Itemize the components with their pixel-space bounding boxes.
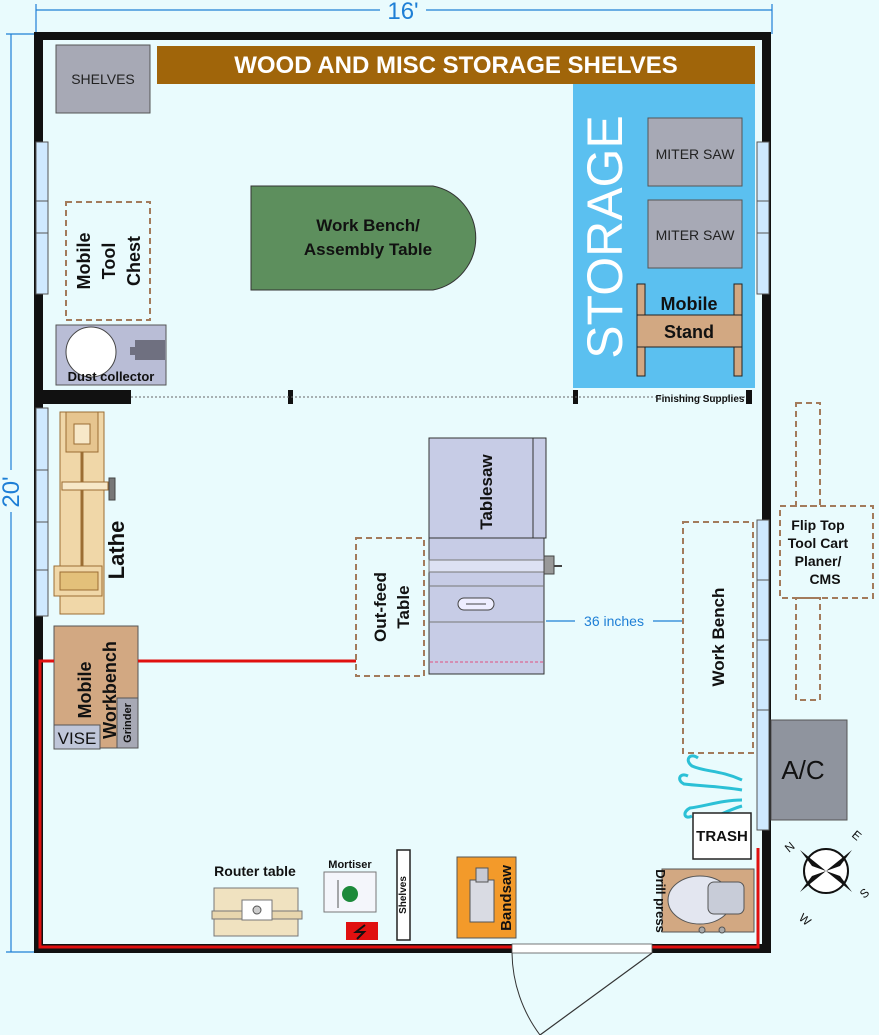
flip-top-label-3: Planer/	[795, 553, 842, 569]
flip-top-label-2: Tool Cart	[788, 535, 849, 551]
mobile-workbench: Mobile Workbench VISE Grinder	[53, 625, 139, 750]
assembly-table	[250, 185, 477, 291]
left-windows	[35, 141, 49, 617]
electric-icon	[353, 924, 367, 940]
trash-label: TRASH	[696, 828, 748, 845]
outfeed-table	[355, 537, 425, 677]
flip-top-cart	[779, 402, 874, 701]
compass-w: W	[796, 911, 814, 929]
mortiser: Mortiser	[323, 859, 377, 913]
compass-icon: N E S W	[782, 828, 872, 929]
dust-collector: Dust collector	[55, 324, 167, 386]
miter-saw-1-label: MITER SAW	[656, 146, 736, 162]
shelves-small-label: Shelves	[398, 876, 409, 914]
mobile-stand-label-2: Stand	[664, 322, 714, 342]
mobile-workbench-label-2: Workbench	[100, 641, 120, 739]
flip-top-label-4: CMS	[809, 571, 840, 587]
compass-e: E	[849, 828, 864, 844]
router-table-label: Router table	[214, 863, 296, 879]
right-windows	[756, 141, 770, 831]
assembly-table-label-2: Assembly Table	[304, 240, 432, 259]
door	[511, 943, 653, 1035]
flip-top-label-1: Flip Top	[791, 517, 844, 533]
height-label: 20'	[0, 476, 25, 507]
work-bench-label: Work Bench	[709, 588, 728, 687]
mobile-tool-chest	[65, 201, 151, 321]
airflow-icon	[678, 754, 743, 824]
drill-press-label: Drill press	[653, 869, 668, 933]
tool-chest-label-3: Chest	[124, 236, 144, 286]
assembly-table-label-1: Work Bench/	[316, 216, 420, 235]
height-dimension: 20'	[0, 33, 34, 953]
outfeed-label-1: Out-feed	[371, 572, 390, 642]
miter-saw-2-label: MITER SAW	[656, 227, 736, 243]
electrical-line	[38, 659, 760, 949]
trash-bin	[692, 812, 752, 860]
lathe: Lathe	[53, 411, 129, 615]
outfeed-label-2: Table	[394, 585, 413, 628]
tool-chest-label-2: Tool	[99, 243, 119, 280]
shelves-top	[55, 44, 151, 114]
tablesaw: Tablesaw	[428, 437, 562, 675]
mobile-stand-label-1: Mobile	[661, 294, 718, 314]
router-table: Router table	[211, 863, 303, 937]
vise-label: VISE	[58, 729, 97, 748]
finishing-supplies-label: Finishing Supplies	[656, 394, 745, 405]
work-bench	[682, 521, 754, 754]
miter-saw-1	[647, 117, 743, 187]
tool-chest-label-1: Mobile	[74, 233, 94, 290]
shelves-top-label: SHELVES	[71, 71, 135, 87]
wood-shelves-label: WOOD AND MISC STORAGE SHELVES	[234, 52, 678, 79]
compass-s: S	[857, 885, 872, 901]
bandsaw-label: Bandsaw	[498, 865, 515, 931]
clearance-label: 36 inches	[584, 613, 644, 629]
grinder-label: Grinder	[122, 702, 134, 742]
mobile-stand: Mobile Stand	[636, 283, 743, 377]
storage-label: STORAGE	[577, 115, 633, 359]
tablesaw-label: Tablesaw	[477, 454, 496, 530]
mobile-workbench-label-1: Mobile	[75, 662, 95, 719]
drill-press: Drill press	[653, 868, 755, 934]
miter-saw-2	[647, 199, 743, 269]
dust-collector-label: Dust collector	[68, 369, 155, 384]
width-dimension: 16'	[35, 0, 773, 34]
lathe-label: Lathe	[104, 521, 129, 580]
wood-shelves	[157, 46, 755, 84]
shelves-small	[396, 849, 411, 941]
width-label: 16'	[387, 0, 418, 25]
ac-unit	[770, 719, 848, 821]
mortiser-label: Mortiser	[328, 859, 372, 871]
ac-label: A/C	[781, 755, 824, 785]
bandsaw: Bandsaw	[456, 856, 517, 939]
compass-n: N	[782, 839, 798, 855]
